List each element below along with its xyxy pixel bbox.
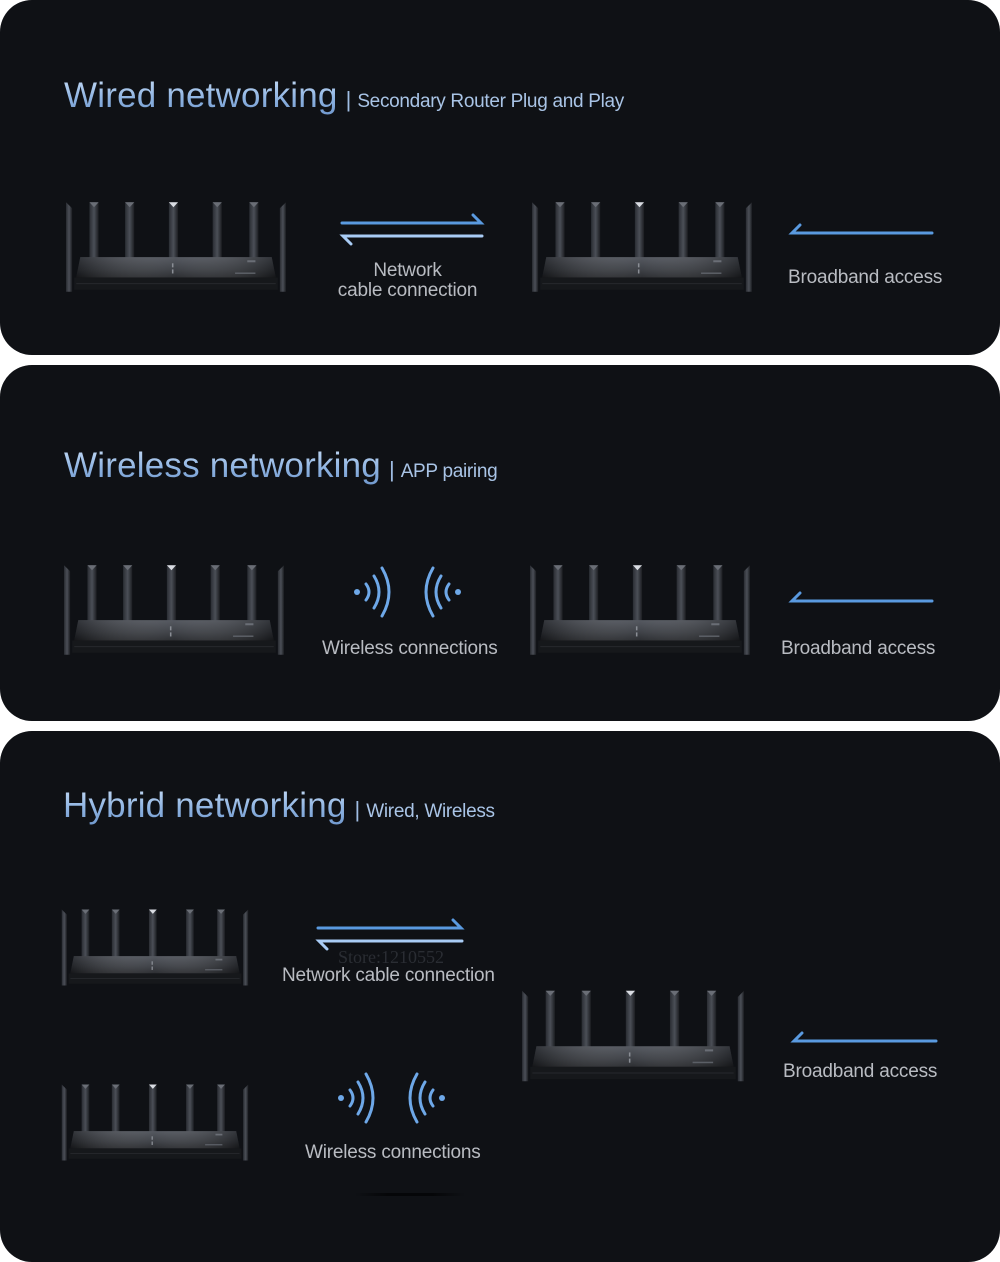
primary-router-image — [62, 561, 286, 659]
decorative-shadow — [355, 1193, 465, 1196]
title-separator: | — [388, 457, 395, 482]
broadband-access-label: Broadband access — [783, 1061, 938, 1082]
wired-heading: Wired networking | Secondary Router Plug… — [64, 76, 624, 116]
left-arrow-icon — [788, 223, 934, 235]
main-router-image — [520, 986, 746, 1086]
connection-label: Network cable connection — [325, 261, 490, 301]
section-subtitle: APP pairing — [400, 461, 498, 482]
wireless-router-image — [60, 1080, 250, 1165]
left-arrow-icon — [790, 1031, 938, 1043]
broadband-access-label: Broadband access — [788, 267, 943, 288]
primary-router-image — [64, 198, 288, 296]
section-subtitle: Wired, Wireless — [366, 801, 495, 822]
wifi-signal-icon — [338, 1072, 445, 1124]
bidirectional-arrow-icon — [339, 213, 485, 246]
left-arrow-icon — [788, 591, 934, 603]
title-separator: | — [354, 797, 361, 822]
hybrid-networking-card: Hybrid networking | Wired, Wireless Stor… — [0, 731, 1000, 1262]
connection-label-line1: Network — [373, 260, 442, 281]
section-title: Hybrid networking — [63, 786, 347, 825]
wireless-networking-card: Wireless networking | APP pairing Wirele… — [0, 365, 1000, 721]
store-watermark: Store:1210552 — [338, 947, 444, 967]
wireless-connections-label: Wireless connections — [322, 638, 498, 659]
secondary-router-image — [530, 198, 754, 296]
secondary-router-image — [528, 561, 752, 659]
section-title: Wired networking — [64, 76, 338, 115]
wireless-heading: Wireless networking | APP pairing — [64, 446, 498, 486]
network-cable-connection-label: Network cable connection — [282, 965, 495, 986]
wifi-signal-icon — [354, 566, 461, 618]
wired-router-image — [60, 905, 250, 990]
hybrid-heading: Hybrid networking | Wired, Wireless — [63, 786, 495, 826]
broadband-access-label: Broadband access — [781, 638, 936, 659]
connection-label-line2: cable connection — [337, 280, 478, 301]
bidirectional-arrow-icon — [315, 918, 465, 951]
title-separator: | — [345, 87, 352, 112]
wired-networking-card: Wired networking | Secondary Router Plug… — [0, 0, 1000, 355]
section-subtitle: Secondary Router Plug and Play — [357, 91, 624, 112]
wireless-connections-label: Wireless connections — [305, 1142, 481, 1163]
section-title: Wireless networking — [64, 446, 381, 485]
